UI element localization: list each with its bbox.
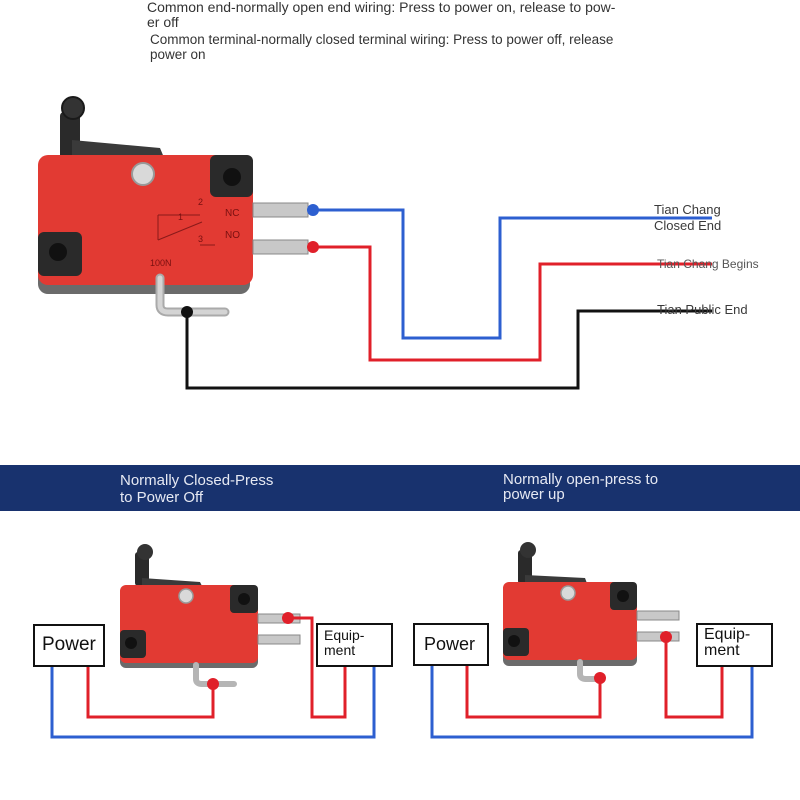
wire-nc-blue: [313, 208, 712, 340]
section-no-line2: power up: [503, 486, 565, 503]
equipment-label-left-2: ment: [324, 642, 356, 658]
equipment-box-right: [696, 623, 773, 667]
power-box-right: [413, 623, 489, 666]
wire-left-red-common: [86, 666, 215, 719]
rivet: [131, 162, 155, 186]
node-common: [181, 306, 193, 318]
section-band: [0, 465, 800, 511]
caption-nc-line2: power on: [150, 47, 206, 62]
caption-no-line1: Common end-normally open end wiring: Pre…: [147, 0, 616, 15]
marking-nc: NC: [225, 208, 240, 219]
wire-right-red-common: [465, 666, 602, 719]
power-label-left: Power: [42, 634, 96, 655]
wire-left-blue: [50, 666, 376, 739]
power-box-left: [33, 624, 105, 667]
equipment-label-right-2: ment: [704, 642, 740, 659]
marking-rating: 100N: [150, 258, 172, 268]
caption-nc-line1: Common terminal-normally closed terminal…: [150, 32, 614, 47]
wire-no-red: [313, 245, 712, 362]
node-nc: [307, 204, 319, 216]
wire-left-red-nc: [290, 616, 347, 719]
wire-right-blue: [430, 666, 754, 739]
marking-t3: 3: [198, 234, 204, 244]
equipment-box-left: [316, 623, 393, 667]
microswitch-large: [38, 96, 309, 317]
roller-wheel: [61, 96, 85, 120]
section-nc-line1: Normally Closed-Press: [120, 472, 274, 489]
label-closed-line1: Tian Chang: [654, 202, 721, 217]
caption-no-line2: er off: [147, 14, 179, 30]
marking-t2: 2: [198, 197, 204, 207]
node-no: [307, 241, 319, 253]
terminal-no: [252, 239, 309, 255]
wire-common-black: [185, 309, 712, 390]
section-no-line1: Normally open-press to: [503, 471, 659, 488]
section-nc-line2: to Power Off: [120, 489, 204, 506]
terminal-nc: [252, 202, 309, 218]
switch-body: [38, 155, 253, 285]
equipment-label-right-1: Equip-: [704, 626, 751, 643]
microswitch-left: [120, 544, 301, 687]
label-begins: Tian Chang Begins: [657, 257, 759, 271]
marking-t1: 1: [178, 212, 184, 222]
label-closed-line2: Closed End: [654, 218, 722, 233]
microswitch-right: [503, 542, 680, 682]
marking-no: NO: [225, 230, 240, 241]
label-public: Tian Public End: [657, 302, 748, 317]
wire-right-red-no: [664, 637, 724, 719]
equipment-label-left-1: Equip-: [324, 627, 365, 643]
power-label-right: Power: [424, 634, 476, 654]
